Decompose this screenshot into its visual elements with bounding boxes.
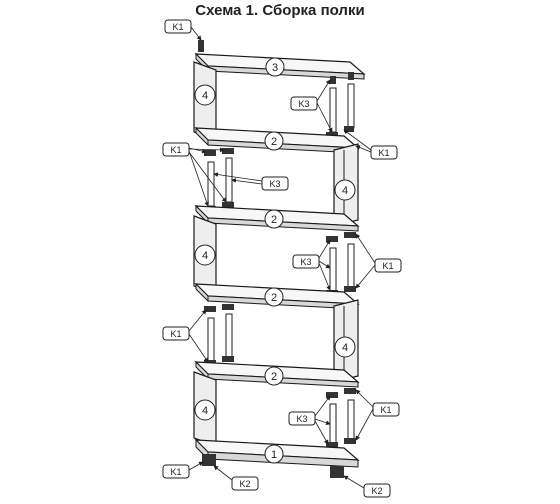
svg-text:K1: K1: [170, 145, 181, 155]
svg-text:K1: K1: [380, 405, 391, 415]
svg-text:2: 2: [271, 214, 277, 226]
svg-text:K3: K3: [300, 257, 311, 267]
part-label-shelf-c: 2: [264, 287, 284, 307]
svg-text:2: 2: [271, 292, 277, 304]
tier-1: [193, 40, 355, 141]
svg-text:4: 4: [202, 405, 208, 417]
svg-text:1: 1: [271, 449, 277, 461]
svg-text:K3: K3: [269, 179, 280, 189]
fastener-tag-k1-tier2: K1: [162, 142, 227, 207]
part-label-shelf-a: 2: [264, 131, 284, 151]
fastener-tag-k1-tier4: K1: [162, 309, 209, 363]
svg-text:3: 3: [272, 62, 278, 74]
part-label-side-2: 4: [334, 179, 356, 201]
fastener-tag-k1-bottom: K1: [162, 461, 204, 479]
svg-text:4: 4: [342, 185, 348, 197]
part-label-side-3: 4: [194, 244, 216, 266]
part-label-side-1: 4: [194, 84, 216, 106]
svg-text:K1: K1: [378, 148, 389, 158]
svg-text:4: 4: [342, 342, 348, 354]
svg-text:2: 2: [271, 136, 277, 148]
svg-text:K2: K2: [239, 479, 250, 489]
fastener-tag-k3-tier1: K3: [290, 79, 333, 133]
part-label-bottom: 1: [264, 444, 284, 464]
part-label-shelf-b: 2: [264, 209, 284, 229]
svg-text:2: 2: [271, 371, 277, 383]
fastener-tag-k3-tier3: K3: [292, 239, 331, 291]
svg-text:K1: K1: [382, 261, 393, 271]
fastener-tag-k1-tier3: K1: [355, 233, 402, 289]
part-label-shelf-d: 2: [264, 366, 284, 386]
fastener-tag-k1-tier5: K1: [355, 389, 400, 441]
part-label-top: 3: [265, 57, 285, 77]
part-label-side-5: 4: [194, 399, 216, 421]
fastener-tag-k1-top: K1: [164, 19, 202, 41]
fastener-tag-k3-tier2: K3: [213, 172, 289, 191]
svg-text:4: 4: [202, 90, 208, 102]
svg-text:K3: K3: [298, 99, 309, 109]
fastener-tag-k3-tier5: K3: [288, 395, 331, 445]
svg-text:K3: K3: [296, 414, 307, 424]
svg-text:K2: K2: [371, 486, 382, 496]
svg-text:K1: K1: [170, 467, 181, 477]
svg-text:K1: K1: [170, 329, 181, 339]
fastener-tag-k2-left: K2: [213, 465, 259, 491]
fastener-tag-k2-right: K2: [343, 475, 391, 498]
fastener-tag-k1-tier1: K1: [343, 129, 398, 160]
diagram-title: Схема 1. Сборка полки: [195, 2, 365, 19]
svg-text:4: 4: [202, 250, 208, 262]
svg-text:K1: K1: [172, 22, 183, 32]
part-label-side-4: 4: [334, 336, 356, 358]
